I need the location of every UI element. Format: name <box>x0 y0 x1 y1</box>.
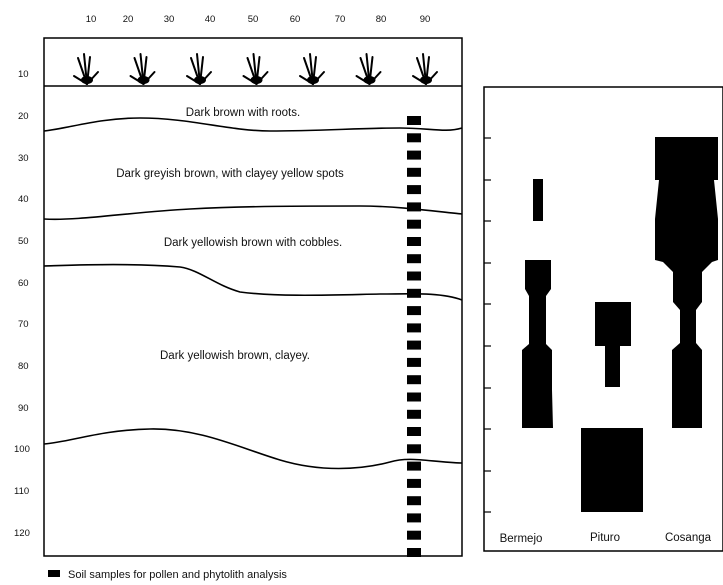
soil-sample-marker <box>407 392 421 402</box>
soil-sample-marker <box>407 340 421 350</box>
horizon-boundary-3 <box>43 263 463 301</box>
soil-sample-marker <box>407 288 421 298</box>
depth-tick: 100 <box>14 444 30 455</box>
soil-sample-marker <box>407 323 421 333</box>
soil-sample-marker <box>407 548 421 557</box>
horizon-label: Dark yellowish brown, clayey. <box>160 350 310 362</box>
cosanga-distribution <box>655 137 718 428</box>
soil-sample-marker <box>407 478 421 488</box>
depth-tick: 60 <box>18 278 29 289</box>
depth-tick: 10 <box>18 69 29 80</box>
top-axis-tick: 90 <box>420 14 431 25</box>
soil-sample-marker <box>407 409 421 419</box>
pituro-distribution <box>581 302 643 512</box>
soil-sample-marker <box>407 357 421 367</box>
surface-vegetation <box>73 53 438 85</box>
soil-sample-marker <box>407 237 421 246</box>
taxa-labels: Bermejo Pituro Cosanga <box>500 532 712 545</box>
horizon-boundary-4 <box>43 428 463 470</box>
horizon-boundary-1 <box>43 117 463 132</box>
soil-sample-marker <box>407 185 421 195</box>
sample-column <box>407 116 421 557</box>
horizon-labels: Dark brown with roots. Dark greyish brow… <box>116 107 344 362</box>
depth-tick: 30 <box>18 153 29 164</box>
soil-sample-marker <box>407 150 421 160</box>
top-axis-tick: 10 <box>86 14 97 25</box>
bermejo-bar <box>533 179 543 221</box>
pituro-bar <box>595 302 631 387</box>
grass-tuft-icon <box>129 53 156 85</box>
depth-tick: 20 <box>18 111 29 122</box>
soil-sample-marker <box>407 254 421 264</box>
legend-text: Soil samples for pollen and phytolith an… <box>68 569 287 581</box>
taxa-panel-ticks <box>484 137 491 513</box>
depth-tick: 50 <box>18 236 29 247</box>
taxon-label-cosanga: Cosanga <box>665 532 712 544</box>
top-axis: 10 20 30 40 50 60 70 80 90 <box>86 14 431 25</box>
grass-tuft-icon <box>73 53 99 85</box>
soil-sample-marker <box>407 167 421 177</box>
horizon-boundary-2 <box>43 205 463 221</box>
soil-profile-frame <box>43 37 463 557</box>
grass-tuft-icon <box>355 53 382 85</box>
legend: Soil samples for pollen and phytolith an… <box>48 569 287 581</box>
depth-tick: 70 <box>18 319 29 330</box>
depth-axis: 10 20 30 40 50 60 70 80 90 100 110 120 <box>14 69 30 539</box>
top-axis-tick: 70 <box>335 14 346 25</box>
depth-tick: 40 <box>18 194 29 205</box>
horizon-label: Dark yellowish brown with cobbles. <box>164 237 342 249</box>
horizon-label: Dark greyish brown, with clayey yellow s… <box>116 168 344 180</box>
soil-sample-marker <box>407 444 421 454</box>
grass-tuft-icon <box>186 53 212 85</box>
soil-sample-marker <box>407 375 421 385</box>
soil-sample-marker <box>407 202 421 212</box>
depth-tick: 120 <box>14 528 30 539</box>
soil-sample-marker <box>407 133 421 143</box>
soil-sample-marker <box>407 306 421 316</box>
top-axis-tick: 40 <box>205 14 216 25</box>
top-axis-tick: 80 <box>376 14 387 25</box>
taxa-panel-frame <box>483 86 723 552</box>
top-axis-tick: 20 <box>123 14 134 25</box>
horizon-label: Dark brown with roots. <box>186 107 300 119</box>
bermejo-bar <box>522 260 553 428</box>
taxon-label-pituro: Pituro <box>590 532 620 544</box>
cosanga-bar <box>655 137 718 428</box>
soil-sample-marker <box>407 530 421 540</box>
soil-sample-marker <box>407 513 421 523</box>
depth-tick: 110 <box>14 486 29 497</box>
soil-sample-marker <box>407 219 421 229</box>
horizon-boundaries <box>43 85 463 470</box>
soil-sample-marker <box>407 496 421 506</box>
pituro-bar <box>581 428 643 512</box>
taxon-label-bermejo: Bermejo <box>500 533 543 545</box>
grass-tuft-icon <box>412 53 438 85</box>
depth-tick: 80 <box>18 361 29 372</box>
top-axis-tick: 50 <box>248 14 259 25</box>
bermejo-distribution <box>522 179 553 428</box>
top-axis-tick: 30 <box>164 14 175 25</box>
depth-tick: 90 <box>18 403 29 414</box>
grass-tuft-icon <box>299 53 325 85</box>
soil-sample-marker <box>407 271 421 281</box>
top-axis-tick: 60 <box>290 14 301 25</box>
soil-sample-marker <box>407 461 421 471</box>
black-square-icon <box>48 570 60 577</box>
soil-sample-marker <box>407 116 421 125</box>
soil-sample-marker <box>407 427 421 436</box>
grass-tuft-icon <box>242 53 269 85</box>
